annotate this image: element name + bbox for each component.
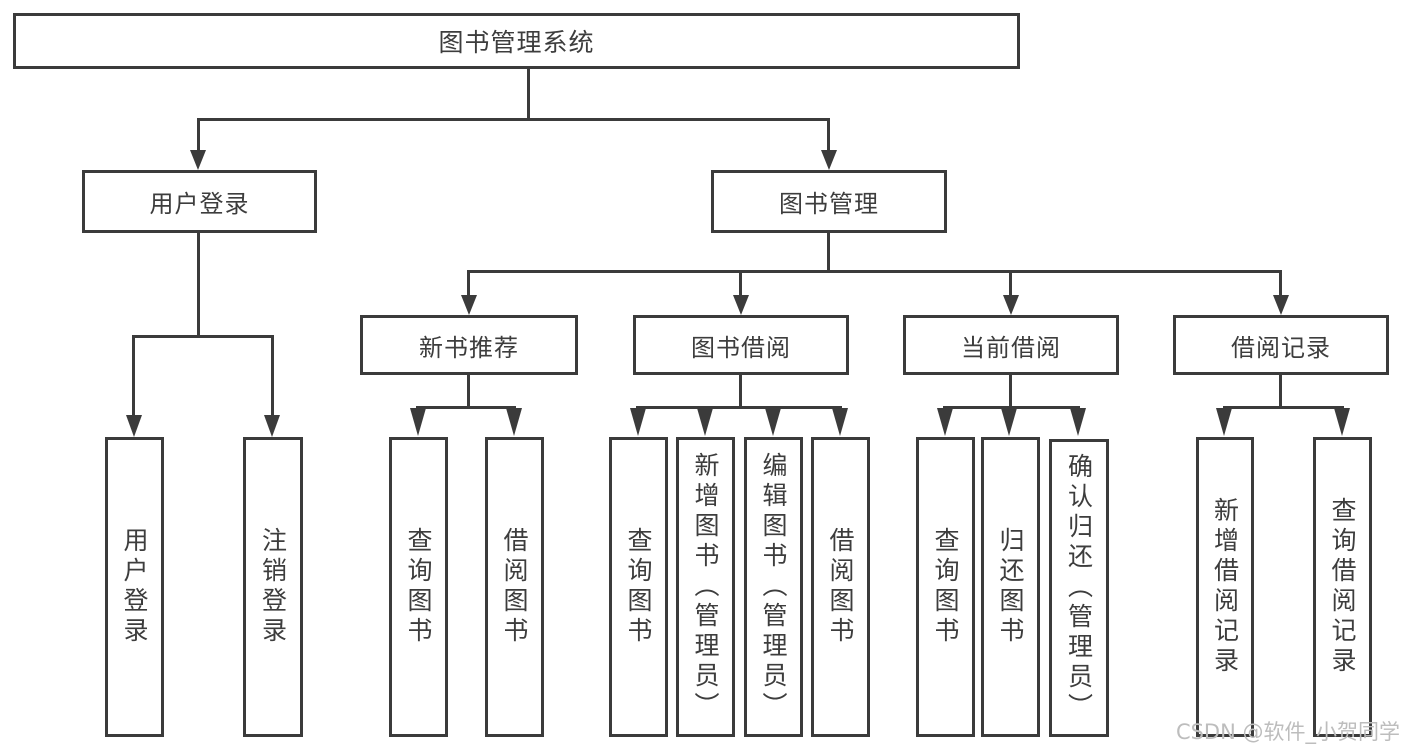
leaf-confirm-return-admin-label: 确认归还（管理员） xyxy=(1064,453,1094,723)
connector-user-login-bar xyxy=(132,335,274,338)
connector-stub xyxy=(467,374,470,408)
leaf-add-borrow-record-label: 新增借阅记录 xyxy=(1210,497,1240,677)
connector-l3-shaft xyxy=(739,270,742,298)
connector-root-stub xyxy=(527,68,530,120)
node-user-login: 用户登录 xyxy=(82,170,317,233)
arrow-down-icon xyxy=(697,408,713,436)
node-library-system-label: 图书管理系统 xyxy=(438,28,595,57)
leaf-edit-book-admin-label: 编辑图书（管理员） xyxy=(759,452,788,722)
leaf-edit-book-admin: 编辑图书（管理员） xyxy=(744,437,803,737)
connector-stub xyxy=(1009,374,1012,408)
node-book-manage: 图书管理 xyxy=(711,170,947,233)
node-borrow-record-label: 借阅记录 xyxy=(1231,333,1331,362)
leaf-query-book-borrow-label: 查询图书 xyxy=(624,527,653,647)
arrow-down-icon xyxy=(821,150,837,170)
node-book-manage-label: 图书管理 xyxy=(779,190,879,218)
leaf-add-borrow-record: 新增借阅记录 xyxy=(1196,437,1254,737)
leaf-return-book: 归还图书 xyxy=(981,437,1040,737)
node-book-borrow-label: 图书借阅 xyxy=(691,333,791,362)
leaf-return-book-label: 归还图书 xyxy=(996,527,1025,647)
connector-stub xyxy=(1279,374,1282,408)
leaf-query-book-recommend: 查询图书 xyxy=(389,437,448,737)
connector-user-login-shaft xyxy=(197,118,200,154)
arrow-down-icon xyxy=(1273,295,1289,315)
arrow-down-icon xyxy=(733,295,749,315)
node-current-borrow: 当前借阅 xyxy=(903,315,1119,375)
leaf-query-borrow-record: 查询借阅记录 xyxy=(1313,437,1372,737)
arrow-down-icon xyxy=(1334,408,1350,436)
connector-stub xyxy=(739,374,742,408)
arrow-down-icon xyxy=(461,295,477,315)
connector-bar xyxy=(636,406,842,409)
connector-bar xyxy=(416,406,516,409)
leaf-borrow-book: 借阅图书 xyxy=(811,437,870,737)
node-new-book-recommend-label: 新书推荐 xyxy=(419,333,519,362)
connector-bar xyxy=(1223,406,1344,409)
leaf-borrow-book-recommend: 借阅图书 xyxy=(485,437,544,737)
arrow-down-icon xyxy=(630,408,646,436)
arrow-down-icon xyxy=(264,415,280,437)
connector-l3-shaft xyxy=(1009,270,1012,298)
leaf-confirm-return-admin: 确认归还（管理员） xyxy=(1049,439,1109,737)
leaf-add-book-admin-label: 新增图书（管理员） xyxy=(691,452,720,722)
node-current-borrow-label: 当前借阅 xyxy=(961,333,1061,362)
leaf-query-book-current-label: 查询图书 xyxy=(931,527,960,647)
connector-user-login-stub xyxy=(197,233,200,337)
node-library-system: 图书管理系统 xyxy=(13,13,1020,69)
arrow-down-icon xyxy=(1070,408,1086,436)
leaf-borrow-book-label: 借阅图书 xyxy=(826,527,855,647)
arrow-down-icon xyxy=(410,408,426,436)
leaf-borrow-book-recommend-label: 借阅图书 xyxy=(500,527,529,647)
arrow-down-icon xyxy=(832,408,848,436)
arrow-down-icon xyxy=(506,408,522,436)
arrow-down-icon xyxy=(1216,408,1232,436)
leaf-logout-label: 注销登录 xyxy=(258,527,288,647)
connector-l3-shaft xyxy=(1279,270,1282,298)
leaf-query-book-borrow: 查询图书 xyxy=(609,437,668,737)
leaf-query-book-current: 查询图书 xyxy=(916,437,975,737)
connector-l3-shaft xyxy=(467,270,470,298)
leaf-user-login-label: 用户登录 xyxy=(120,527,149,647)
leaf-query-borrow-record-label: 查询借阅记录 xyxy=(1328,497,1357,677)
csdn-watermark: CSDN @软件_小贺同学 xyxy=(1175,720,1400,744)
arrow-down-icon xyxy=(765,408,781,436)
arrow-down-icon xyxy=(1003,295,1019,315)
leaf-logout: 注销登录 xyxy=(243,437,303,737)
node-borrow-record: 借阅记录 xyxy=(1173,315,1389,375)
connector-leaf-shaft xyxy=(271,335,274,420)
connector-book-manage-shaft xyxy=(827,118,830,154)
connector-book-manage-bar xyxy=(467,270,1282,273)
connector-bar xyxy=(943,406,1080,409)
node-user-login-label: 用户登录 xyxy=(149,190,250,218)
leaf-add-book-admin: 新增图书（管理员） xyxy=(676,437,735,737)
connector-leaf-shaft xyxy=(132,335,135,420)
leaf-query-book-recommend-label: 查询图书 xyxy=(404,527,433,647)
connector-root-bar xyxy=(197,118,830,121)
arrow-down-icon xyxy=(126,415,142,437)
node-book-borrow: 图书借阅 xyxy=(633,315,849,375)
connector-book-manage-stub xyxy=(827,233,830,273)
node-new-book-recommend: 新书推荐 xyxy=(360,315,578,375)
arrow-down-icon xyxy=(1001,408,1017,436)
leaf-user-login: 用户登录 xyxy=(105,437,164,737)
arrow-down-icon xyxy=(937,408,953,436)
arrow-down-icon xyxy=(190,150,206,170)
